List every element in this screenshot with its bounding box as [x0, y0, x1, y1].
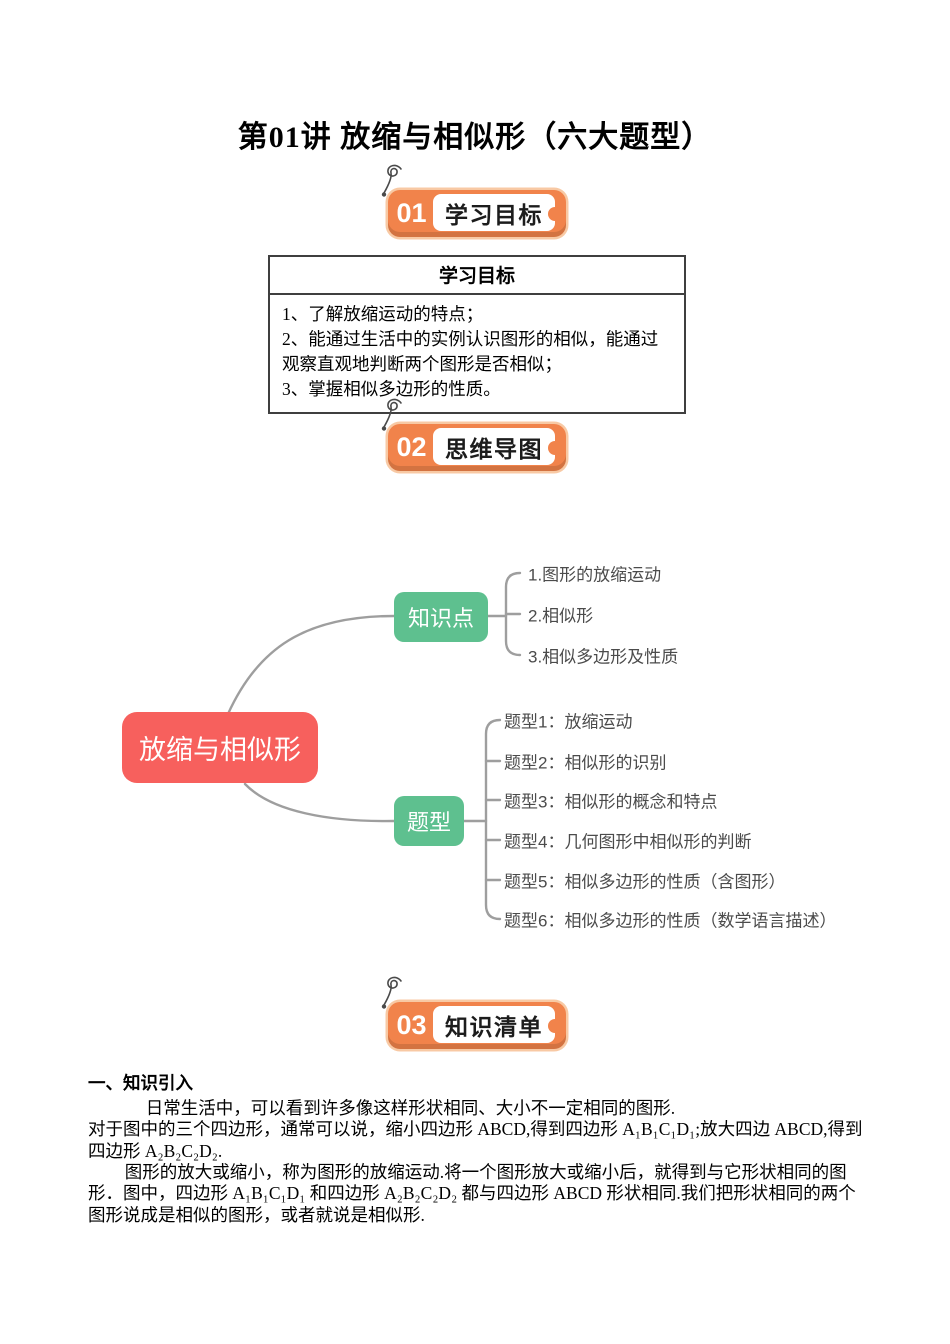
mindmap-type-item: 题型5：相似多边形的性质（含图形） [504, 872, 786, 892]
section-badge-learning-goals: 01 学习目标 [381, 164, 566, 237]
section-badge-mindmap: 02 思维导图 [381, 398, 566, 471]
mindmap-knowledge-node: 知识点 [394, 592, 488, 642]
objective-item: 1、了解放缩运动的特点； [282, 304, 484, 324]
mindmap-type-item: 题型2：相似形的识别 [504, 753, 667, 773]
knowledge-intro-heading: 一、知识引入 [88, 1073, 193, 1093]
mindmap: 放缩与相似形 知识点 题型 1.图形的放缩运动 2.相似形 3.相似多边形及性质… [0, 540, 950, 970]
badge-number: 02 [396, 432, 427, 462]
badge-notch [548, 440, 562, 455]
badge-label: 学习目标 [433, 194, 555, 231]
mindmap-knowledge-item: 2.相似形 [528, 606, 594, 626]
badge-notch [548, 1018, 562, 1033]
knowledge-intro-section: 一、知识引入 日常生活中，可以看到许多像这样形状相同、大小不一定相同的图形. 对… [88, 1070, 866, 1226]
mindmap-type-item: 题型3：相似形的概念和特点 [504, 792, 718, 812]
objectives-table-body: 1、了解放缩运动的特点； 2、能通过生活中的实例认识图形的相似，能通过观察直观地… [270, 295, 684, 412]
badge-label: 思维导图 [433, 428, 555, 465]
mindmap-types-node: 题型 [394, 796, 464, 846]
badge-background: 03 知识清单 [388, 1002, 566, 1049]
page-title: 第01讲 放缩与相似形（六大题型） [237, 121, 713, 154]
knowledge-intro-paragraph: 图形的放大或缩小，称为图形的放缩运动.将一个图形放大或缩小后，就得到与它形状相同… [88, 1162, 856, 1225]
badge-number: 03 [396, 1010, 427, 1040]
badge-background: 01 学习目标 [388, 190, 566, 237]
mindmap-root-node: 放缩与相似形 [122, 712, 318, 783]
objectives-table-header: 学习目标 [270, 257, 684, 295]
mindmap-type-item: 题型1：放缩运动 [504, 712, 633, 732]
badge-notch [548, 206, 562, 221]
badge-label: 知识清单 [433, 1006, 555, 1043]
knowledge-intro-paragraph: 对于图中的三个四边形，通常可以说，缩小四边形 ABCD,得到四边形 A₁B₁C₁… [88, 1119, 863, 1161]
pin-icon [381, 164, 402, 197]
mindmap-connector-lines [226, 571, 522, 921]
badge-background: 02 思维导图 [388, 424, 566, 471]
objectives-table: 学习目标 1、了解放缩运动的特点； 2、能通过生活中的实例认识图形的相似，能通过… [268, 255, 686, 415]
pin-icon [381, 976, 402, 1009]
objective-item: 3、掌握相似多边形的性质。 [282, 378, 501, 399]
mindmap-type-item: 题型6：相似多边形的性质（数学语言描述） [504, 911, 837, 931]
mindmap-knowledge-item: 3.相似多边形及性质 [528, 647, 679, 667]
mindmap-type-item: 题型4：几何图形中相似形的判断 [504, 832, 752, 852]
section-badge-knowledge-list: 03 知识清单 [381, 976, 566, 1049]
pin-icon [381, 398, 402, 431]
badge-number: 01 [396, 198, 427, 228]
mindmap-knowledge-item: 1.图形的放缩运动 [528, 565, 662, 585]
objective-item: 2、能通过生活中的实例认识图形的相似，能通过观察直观地判断两个图形是否相似； [282, 328, 659, 374]
knowledge-intro-paragraph: 日常生活中，可以看到许多像这样形状相同、大小不一定相同的图形. [145, 1098, 676, 1118]
